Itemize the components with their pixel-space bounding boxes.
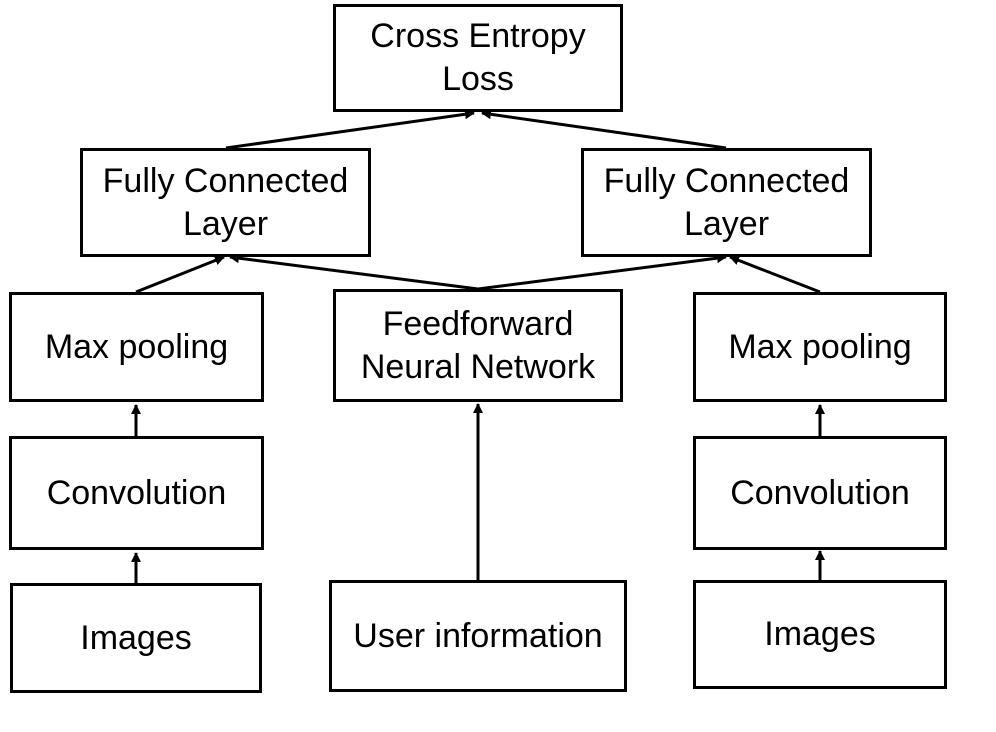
feedforward-neural-network-label: Feedforward Neural Network (357, 303, 599, 389)
edge-fc-right-to-loss (481, 109, 727, 150)
max-pooling-right-node: Max pooling (693, 292, 947, 402)
cross-entropy-loss-label: Cross Entropy Loss (366, 15, 589, 101)
convolution-left-node: Convolution (9, 436, 264, 550)
fully-connected-layer-left-label: Fully Connected Layer (99, 160, 353, 246)
edge-fc-left-to-loss (225, 109, 475, 150)
fully-connected-layer-left-node: Fully Connected Layer (80, 148, 371, 257)
edge-ffnn-to-fc-left (229, 253, 479, 291)
edge-ffnn-to-fc-right (477, 253, 727, 291)
feedforward-neural-network-node: Feedforward Neural Network (333, 289, 623, 402)
cross-entropy-loss-node: Cross Entropy Loss (333, 4, 623, 112)
convolution-right-label: Convolution (730, 473, 910, 512)
max-pooling-right-label: Max pooling (728, 327, 912, 366)
convolution-left-label: Convolution (46, 473, 227, 512)
convolution-right-node: Convolution (693, 436, 947, 550)
fully-connected-layer-right-node: Fully Connected Layer (581, 148, 872, 257)
cross-entropy-loss-line1: Cross Entropy (370, 17, 586, 55)
images-left-label: Images (80, 618, 192, 657)
images-left-node: Images (10, 583, 262, 693)
max-pooling-left-node: Max pooling (9, 292, 264, 402)
feedforward-neural-network-line1: Feedforward (382, 304, 574, 343)
fully-connected-layer-right-label: Fully Connected Layer (600, 160, 854, 246)
images-right-label: Images (764, 615, 876, 653)
fully-connected-layer-left-line2: Layer (182, 204, 269, 243)
feedforward-neural-network-line2: Neural Network (360, 347, 596, 386)
edge-maxpool-right-to-fc-right (729, 255, 821, 294)
max-pooling-left-label: Max pooling (44, 327, 229, 366)
fully-connected-layer-left-line1: Fully Connected (102, 161, 349, 200)
images-right-node: Images (693, 580, 947, 689)
cross-entropy-loss-line2: Loss (442, 60, 514, 98)
user-information-node: User information (329, 580, 627, 692)
fully-connected-layer-right-line2: Layer (683, 204, 770, 243)
fully-connected-layer-right-line1: Fully Connected (603, 161, 850, 200)
edge-maxpool-left-to-fc-left (135, 255, 225, 294)
user-information-label: User information (353, 616, 603, 655)
